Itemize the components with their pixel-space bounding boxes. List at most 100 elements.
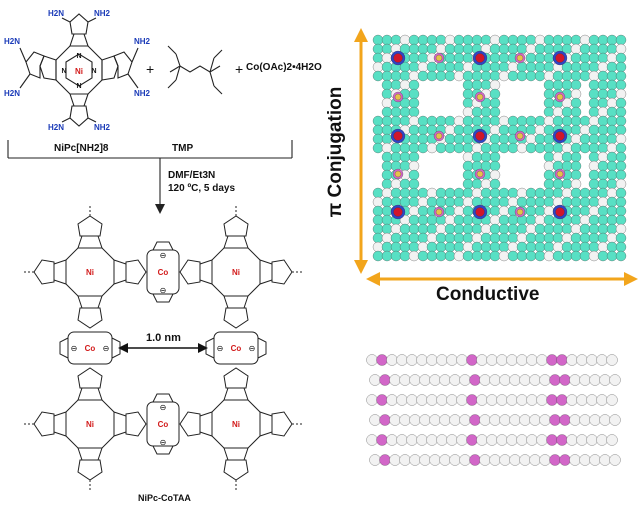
- atom: [372, 70, 384, 82]
- cobalt-atom: [435, 132, 443, 140]
- atom: [597, 106, 609, 118]
- atom: [588, 187, 600, 199]
- cobalt-atom: [394, 170, 402, 178]
- atom: [426, 34, 438, 46]
- atom: [556, 394, 568, 406]
- atom: [381, 223, 393, 235]
- atom: [606, 178, 618, 190]
- atom: [561, 241, 573, 253]
- conjugation-arrowhead-down: [354, 260, 368, 274]
- atom: [406, 394, 418, 406]
- atom: [386, 394, 398, 406]
- atom: [525, 205, 537, 217]
- atom: [570, 232, 582, 244]
- cobalt-atom: [476, 93, 484, 101]
- atom: [376, 434, 388, 446]
- atom: [570, 133, 582, 145]
- atom: [588, 223, 600, 235]
- atom: [462, 34, 474, 46]
- atom: [552, 106, 564, 118]
- atom: [453, 232, 465, 244]
- atom: [543, 97, 555, 109]
- atom: [376, 354, 388, 366]
- conditions-label: 120 ºC, 5 days: [168, 183, 236, 194]
- atom: [606, 133, 618, 145]
- atom: [588, 34, 600, 46]
- atom: [552, 115, 564, 127]
- amine-label: NH2: [134, 37, 151, 46]
- atom: [399, 160, 411, 172]
- atom: [399, 70, 411, 82]
- atom: [489, 70, 501, 82]
- atom: [615, 196, 627, 208]
- atom: [480, 241, 492, 253]
- atom: [462, 70, 474, 82]
- atom: [615, 52, 627, 64]
- atom: [525, 34, 537, 46]
- atom: [372, 187, 384, 199]
- ni-center-label: Ni: [232, 420, 240, 429]
- atom: [426, 354, 438, 366]
- atom: [471, 142, 483, 154]
- atom: [534, 61, 546, 73]
- atom: [372, 43, 384, 55]
- pore-arrowhead-left: [118, 343, 128, 353]
- conductive-arrowhead-right: [624, 272, 638, 286]
- atom: [462, 52, 474, 64]
- atom: [426, 394, 438, 406]
- atom: [390, 70, 402, 82]
- atom: [507, 61, 519, 73]
- atom: [408, 52, 420, 64]
- atom: [479, 414, 491, 426]
- atom: [588, 61, 600, 73]
- atom: [399, 250, 411, 262]
- atom: [453, 250, 465, 262]
- atom: [498, 205, 510, 217]
- atom: [534, 142, 546, 154]
- atom: [372, 223, 384, 235]
- atom: [480, 232, 492, 244]
- atom: [446, 434, 458, 446]
- atom: [399, 414, 411, 426]
- atom: [543, 79, 555, 91]
- atom: [462, 43, 474, 55]
- cobalt-atom: [556, 93, 564, 101]
- atom: [435, 61, 447, 73]
- atom: [569, 414, 581, 426]
- reaction-arrowhead: [155, 204, 165, 214]
- atom: [399, 115, 411, 127]
- atom: [561, 223, 573, 235]
- atom: [389, 374, 401, 386]
- atom: [453, 52, 465, 64]
- atom: [543, 133, 555, 145]
- atom: [366, 434, 378, 446]
- atom: [597, 79, 609, 91]
- atom: [381, 70, 393, 82]
- atom: [408, 160, 420, 172]
- atom: [390, 241, 402, 253]
- atom: [372, 133, 384, 145]
- atom: [381, 142, 393, 154]
- atom: [466, 394, 478, 406]
- atom: [570, 187, 582, 199]
- atom: [576, 434, 588, 446]
- atom: [507, 43, 519, 55]
- atom: [588, 79, 600, 91]
- atom: [498, 196, 510, 208]
- atom: [543, 169, 555, 181]
- atom: [579, 124, 591, 136]
- atom: [417, 187, 429, 199]
- atom: [561, 151, 573, 163]
- atom: [561, 115, 573, 127]
- charge-mark: ⊖: [160, 438, 167, 447]
- atom: [597, 178, 609, 190]
- atom: [588, 70, 600, 82]
- atom: [498, 61, 510, 73]
- atom: [489, 88, 501, 100]
- atom: [525, 241, 537, 253]
- atom: [543, 196, 555, 208]
- atom: [436, 434, 448, 446]
- atom: [471, 187, 483, 199]
- atom: [606, 106, 618, 118]
- atom: [543, 241, 555, 253]
